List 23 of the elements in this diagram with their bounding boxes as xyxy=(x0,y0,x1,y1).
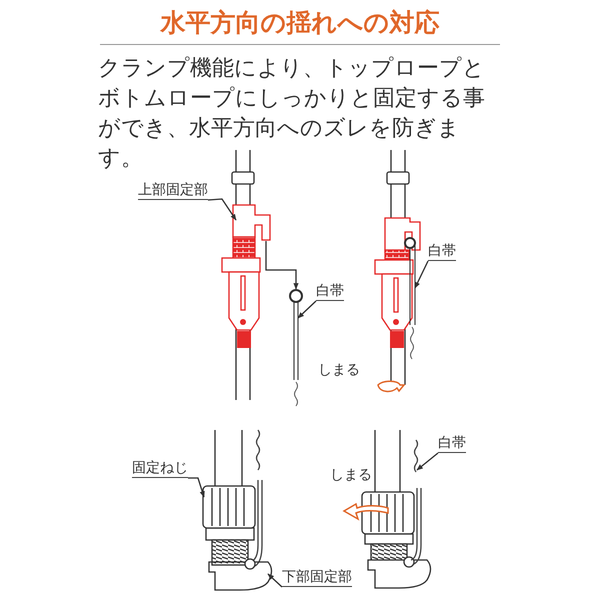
part-label: 白帯 xyxy=(438,434,466,453)
leader-line xyxy=(298,300,316,318)
strap-drawing xyxy=(404,237,416,360)
title: 水平方向の揺れへの対応 xyxy=(159,7,440,39)
leader-line xyxy=(208,198,237,221)
part-label: 白帯 xyxy=(316,282,344,301)
part-label: 白帯 xyxy=(428,242,456,261)
arrow xyxy=(265,241,299,290)
upper-clamp-drawing xyxy=(221,204,271,348)
description-text: クランプ機能により、トップロープとボトムロープにしっかりと固定する事ができ、水平方向へのズレを防ぎます。 xyxy=(98,55,486,173)
leader-line xyxy=(416,452,438,470)
lower-clamp-base-drawing xyxy=(208,558,272,591)
fixing-screw-drawing xyxy=(202,485,256,529)
action-label: しまる xyxy=(318,361,360,379)
part-label: 固定ねじ xyxy=(132,459,188,478)
leader-line xyxy=(414,260,429,289)
strap-drawing xyxy=(289,289,303,406)
leader-line xyxy=(188,477,205,498)
part-label: 下部固定部 xyxy=(282,568,352,587)
action-label: しまる xyxy=(330,466,372,484)
strap-drawing xyxy=(414,440,418,472)
part-label: 上部固定部 xyxy=(138,181,208,200)
leader-line xyxy=(268,574,282,588)
